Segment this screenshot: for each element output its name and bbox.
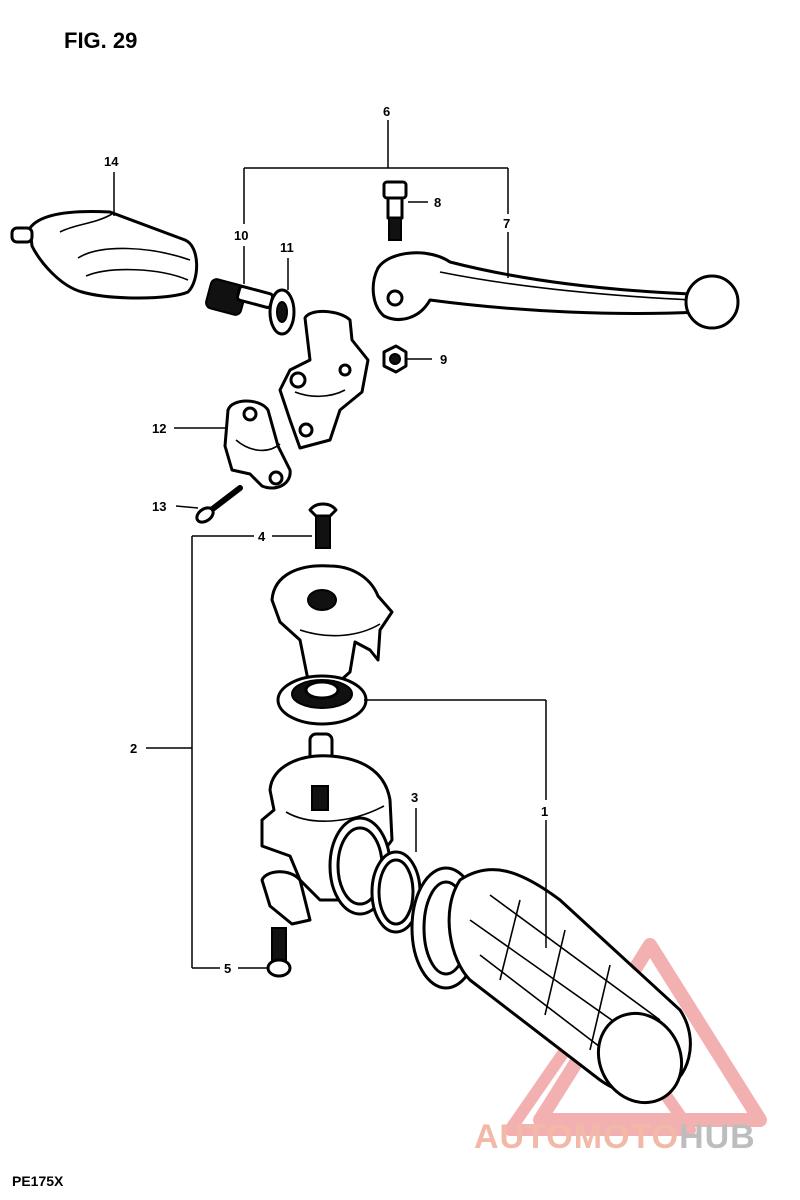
- part-3-o-ring: [370, 850, 422, 934]
- part-12-clamp: [223, 399, 292, 490]
- part-8-bolt: [382, 180, 408, 241]
- watermark-text-a: AUTOMOTO: [474, 1118, 679, 1156]
- callout-5: 5: [224, 961, 231, 976]
- part-14-lever-cover: [10, 210, 199, 300]
- model-code: PE175X: [12, 1173, 64, 1189]
- part-10-pivot-bolt: [205, 278, 275, 316]
- callout-1: 1: [541, 804, 548, 819]
- switch-housing-upper: [270, 564, 394, 692]
- callout-6: 6: [383, 104, 390, 119]
- leader-lines: [113, 120, 547, 969]
- part-5-screw: [266, 927, 292, 978]
- callout-8: 8: [434, 195, 441, 210]
- part-1-grip: [410, 866, 692, 1105]
- bearing-ring: [276, 674, 368, 726]
- callout-11: 11: [280, 240, 294, 255]
- callout-4: 4: [258, 529, 266, 544]
- part-7-clutch-lever: [371, 251, 740, 330]
- callout-2: 2: [130, 741, 137, 756]
- callout-10: 10: [234, 228, 248, 243]
- callout-labels: 6 14 8 7 10 11 9 12 13 4 2 3 1 5: [104, 104, 548, 976]
- watermark-text-b: HUB: [679, 1118, 756, 1156]
- callout-12: 12: [152, 421, 166, 436]
- lever-bracket: [278, 310, 370, 450]
- callout-13: 13: [152, 499, 166, 514]
- callout-3: 3: [411, 790, 418, 805]
- callout-7: 7: [503, 216, 510, 231]
- callout-9: 9: [440, 352, 447, 367]
- part-4-screw: [308, 502, 338, 549]
- callout-14: 14: [104, 154, 119, 169]
- watermark-text: AUTOMOTOHUB: [474, 1118, 756, 1156]
- part-9-nut: [382, 344, 408, 374]
- figure-title: FIG. 29: [64, 28, 137, 53]
- part-11-washer: [268, 288, 296, 336]
- part-13-screw: [195, 485, 243, 524]
